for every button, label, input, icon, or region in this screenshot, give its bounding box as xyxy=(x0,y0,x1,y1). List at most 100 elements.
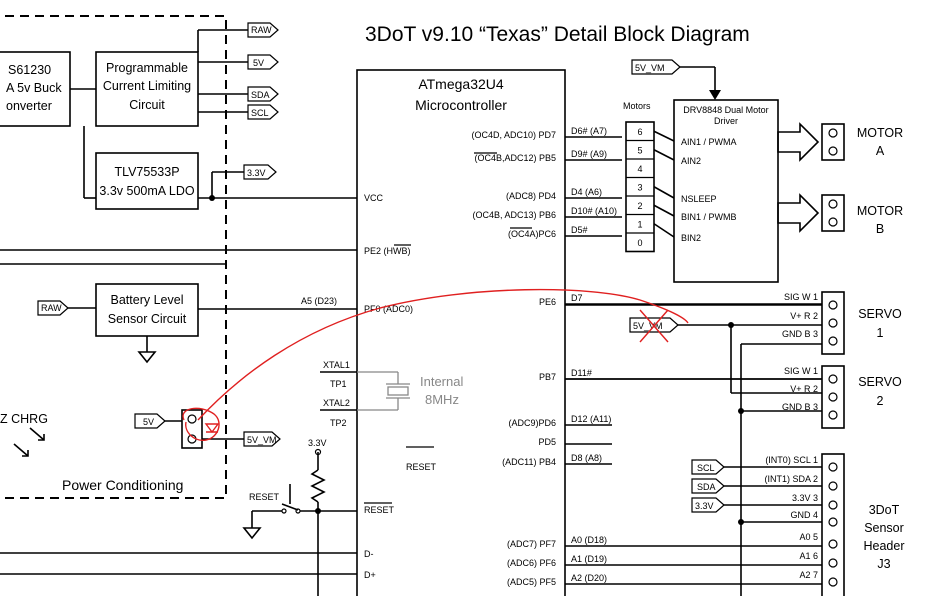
driver-pin-ain2: AIN2 xyxy=(681,156,701,166)
motor-a-connector xyxy=(821,123,845,161)
tag-5v-vm-out: 5V_VM xyxy=(243,431,281,447)
mcu-pin-right: (OC4A)PC6 xyxy=(508,229,556,239)
pf0-net-label: A5 (D23) xyxy=(301,296,337,306)
battery-sensor-block xyxy=(95,283,199,337)
j3-pin-label: A0 5 xyxy=(799,532,818,542)
mcu-net-label: D6# (A7) xyxy=(571,126,607,136)
servo-pin-label: GND B 3 xyxy=(782,402,818,412)
svg-text:5V_VM: 5V_VM xyxy=(633,321,663,331)
j3-label-1: 3DoT xyxy=(869,503,900,517)
svg-text:SDA: SDA xyxy=(697,482,716,492)
power-jumper xyxy=(181,409,203,449)
buck-line-2: A 5v Buck xyxy=(6,81,62,95)
power-section-label: Power Conditioning xyxy=(62,477,183,493)
driver-pin-nsleep: NSLEEP xyxy=(681,194,717,204)
servo-pin-label: SIG W 1 xyxy=(784,366,818,376)
motor-b-arrow xyxy=(777,193,820,233)
current-limit-block xyxy=(95,51,199,127)
servo-1-label-2: 1 xyxy=(877,326,884,340)
servo-pin-label: SIG W 1 xyxy=(784,292,818,302)
tag-j3-3v3: 3.3V xyxy=(691,497,725,513)
svg-text:SDA: SDA xyxy=(251,90,270,100)
driver-line-2: Driver xyxy=(714,116,738,126)
driver-pin-bin1: BIN1 / PWMB xyxy=(681,212,737,222)
ldo-line-1: TLV75533P xyxy=(114,165,179,179)
mcu-pin-right: PE6 xyxy=(539,297,556,307)
motor-b-connector xyxy=(821,194,845,232)
tag-raw-in: RAW xyxy=(37,300,69,316)
pin-xtal2: XTAL2 xyxy=(323,398,350,408)
pin-dminus: D- xyxy=(364,549,374,559)
mcu-pin-right: (ADC9)PD6 xyxy=(508,418,556,428)
motor-driver-block xyxy=(673,99,779,283)
servo-pin-labels: SIG W 1 V+ R 2 GND B 3 SIG W 1 V+ R 2 GND B 3 xyxy=(782,292,818,412)
j3-label-2: Sensor xyxy=(864,521,904,535)
svg-text:SCL: SCL xyxy=(697,463,715,473)
tag-3v3: 3.3V xyxy=(243,164,277,180)
mcu-pin-right: PB7 xyxy=(539,372,556,382)
mcu-name-2: Microcontroller xyxy=(415,97,507,113)
tag-scl: SCL xyxy=(247,104,279,120)
motors-number-table: 6 5 4 3 2 1 0 xyxy=(625,121,675,253)
crystal-symbol xyxy=(357,371,410,411)
mcu-net-label: A2 (D20) xyxy=(571,573,607,583)
mcu-pin-right: PD5 xyxy=(538,437,556,447)
mcu-net-label: D11# xyxy=(571,368,592,378)
mcu-net-label: D7 xyxy=(571,293,583,303)
motor-number: 4 xyxy=(637,164,642,174)
servo-1-label-1: SERVO xyxy=(858,307,902,321)
buck-line-1: S61230 xyxy=(8,63,51,77)
mcu-net-label: D10# (A10) xyxy=(571,206,617,216)
tag-j3-sda: SDA xyxy=(691,478,725,494)
j3-pin-label: A2 7 xyxy=(799,570,818,580)
internal-reset-label: RESET xyxy=(406,462,437,472)
driver-pin-bin2: BIN2 xyxy=(681,233,701,243)
motor-number: 2 xyxy=(637,201,642,211)
motor-number: 6 xyxy=(637,127,642,137)
motor-number: 1 xyxy=(637,220,642,230)
motor-a-label-1: MOTOR xyxy=(857,126,903,140)
mcu-pin-right: (ADC5) PF5 xyxy=(507,577,556,587)
reset-switch-label: RESET xyxy=(249,492,280,502)
crystal-line-2: 8MHz xyxy=(425,392,459,407)
servo-2-label-1: SERVO xyxy=(858,375,902,389)
v33-pullup-label: 3.3V xyxy=(308,438,327,448)
tag-5v: 5V xyxy=(247,54,279,70)
mcu-pin-right: (ADC8) PD4 xyxy=(506,191,556,201)
pin-reset: RESET xyxy=(364,505,395,515)
pcl-line-2: Current Limiting xyxy=(103,79,191,93)
pin-pf0: PF0 (ADC0) xyxy=(364,304,413,314)
j3-pin-label: (INT1) SDA 2 xyxy=(764,474,818,484)
j3-label-4: J3 xyxy=(877,557,890,571)
motor-a-arrow xyxy=(777,122,820,162)
servo-pin-label: GND B 3 xyxy=(782,329,818,339)
mcu-net-label: A1 (D19) xyxy=(571,554,607,564)
battery-line-2: Sensor Circuit xyxy=(108,312,187,326)
mcu-right-pins: (OC4D, ADC10) PD7 D6# (A7) (OC4B,ADC12) PB… xyxy=(471,126,822,587)
motor-number: 0 xyxy=(637,238,642,248)
tag-sda: SDA xyxy=(247,86,279,102)
mcu-net-label: A0 (D18) xyxy=(571,535,607,545)
motor-number: 5 xyxy=(637,146,642,156)
mcu-pin-right: (ADC6) PF6 xyxy=(507,558,556,568)
buck-line-3: onverter xyxy=(6,99,52,113)
mcu-pin-right: (OC4B,ADC12) PB5 xyxy=(474,153,556,163)
tag-5v-in: 5V xyxy=(134,413,166,429)
mcu-name-1: ATmega32U4 xyxy=(418,76,504,92)
mcu-net-label: D12 (A11) xyxy=(571,414,611,424)
mcu-pin-right: (ADC7) PF7 xyxy=(507,539,556,549)
motor-number: 3 xyxy=(637,183,642,193)
servo-pin-label: V+ R 2 xyxy=(790,311,818,321)
svg-text:5V_VM: 5V_VM xyxy=(247,435,277,445)
mcu-block xyxy=(356,69,566,596)
servo-2-connector xyxy=(821,365,845,429)
servo-pin-label: V+ R 2 xyxy=(790,384,818,394)
mcu-pin-right: (OC4D, ADC10) PD7 xyxy=(471,130,556,140)
crystal-line-1: Internal xyxy=(420,374,463,389)
tag-5v-vm-servo: 5V_VM xyxy=(629,317,679,333)
svg-text:5V_VM: 5V_VM xyxy=(635,63,665,73)
tp2-label: TP2 xyxy=(330,418,347,428)
mcu-pin-right: (OC4B, ADC13) PB6 xyxy=(472,210,556,220)
red-annotation-circle xyxy=(182,407,220,441)
